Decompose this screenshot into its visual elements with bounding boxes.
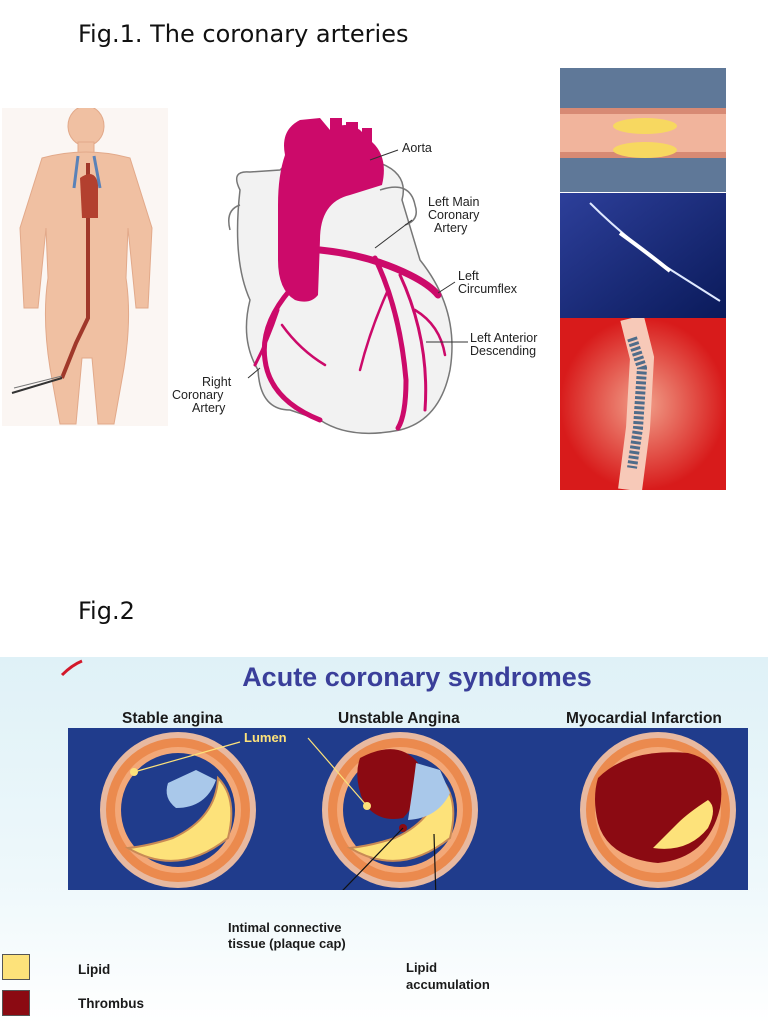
label-right-3: Artery: [192, 401, 226, 415]
label-left-main-1: Left Main: [428, 195, 480, 209]
label-right-2: Coronary: [172, 388, 224, 402]
slide-title: Acute coronary syndromes: [242, 662, 592, 692]
slide-swoosh-icon: [60, 659, 83, 677]
legend-lipid-label: Lipid: [78, 962, 111, 977]
label-lad-1: Left Anterior: [470, 331, 538, 345]
fig1-caption: Fig.1. The coronary arteries: [78, 20, 409, 48]
column-stable-angina: Stable angina: [122, 710, 223, 727]
fig2-caption: Fig.2: [78, 597, 135, 625]
legend-thrombus-swatch: [2, 990, 30, 1016]
artery-mi: [580, 732, 736, 888]
heart-diagram: Aorta Left Main Coronary Artery Left Cir…: [170, 110, 562, 440]
label-left-circ-2: Circumflex: [458, 282, 518, 296]
stent-image: [560, 318, 726, 490]
lumen-label: Lumen: [244, 730, 287, 745]
column-unstable-angina: Unstable Angina: [338, 710, 460, 727]
artery-unstable: [322, 732, 478, 888]
annotation-cap-line1: Intimal connective: [228, 920, 342, 935]
annotation-lipid-line1: Lipid: [406, 960, 438, 975]
balloon-catheter-image: [560, 193, 726, 318]
label-left-main-2: Coronary: [428, 208, 480, 222]
heart-illustration: [228, 118, 468, 435]
annotation-cap-line2: tissue (plaque cap): [228, 936, 346, 951]
label-aorta: Aorta: [402, 141, 432, 155]
vessel-plaque-image: [560, 68, 726, 192]
label-left-main-3: Artery: [434, 221, 468, 235]
annotation-lipid-line2: accumulation: [406, 977, 490, 992]
artery-cross-sections: [100, 732, 736, 890]
legend-lipid-swatch: [2, 954, 30, 980]
artery-stable: [100, 732, 256, 888]
label-right-1: Right: [202, 375, 232, 389]
label-lad-2: Descending: [470, 344, 537, 358]
body-illustration: [2, 108, 168, 426]
column-myocardial-infarction: Myocardial Infarction: [566, 710, 722, 727]
legend-thrombus-label: Thrombus: [78, 996, 144, 1011]
label-left-circ-1: Left: [458, 269, 479, 283]
